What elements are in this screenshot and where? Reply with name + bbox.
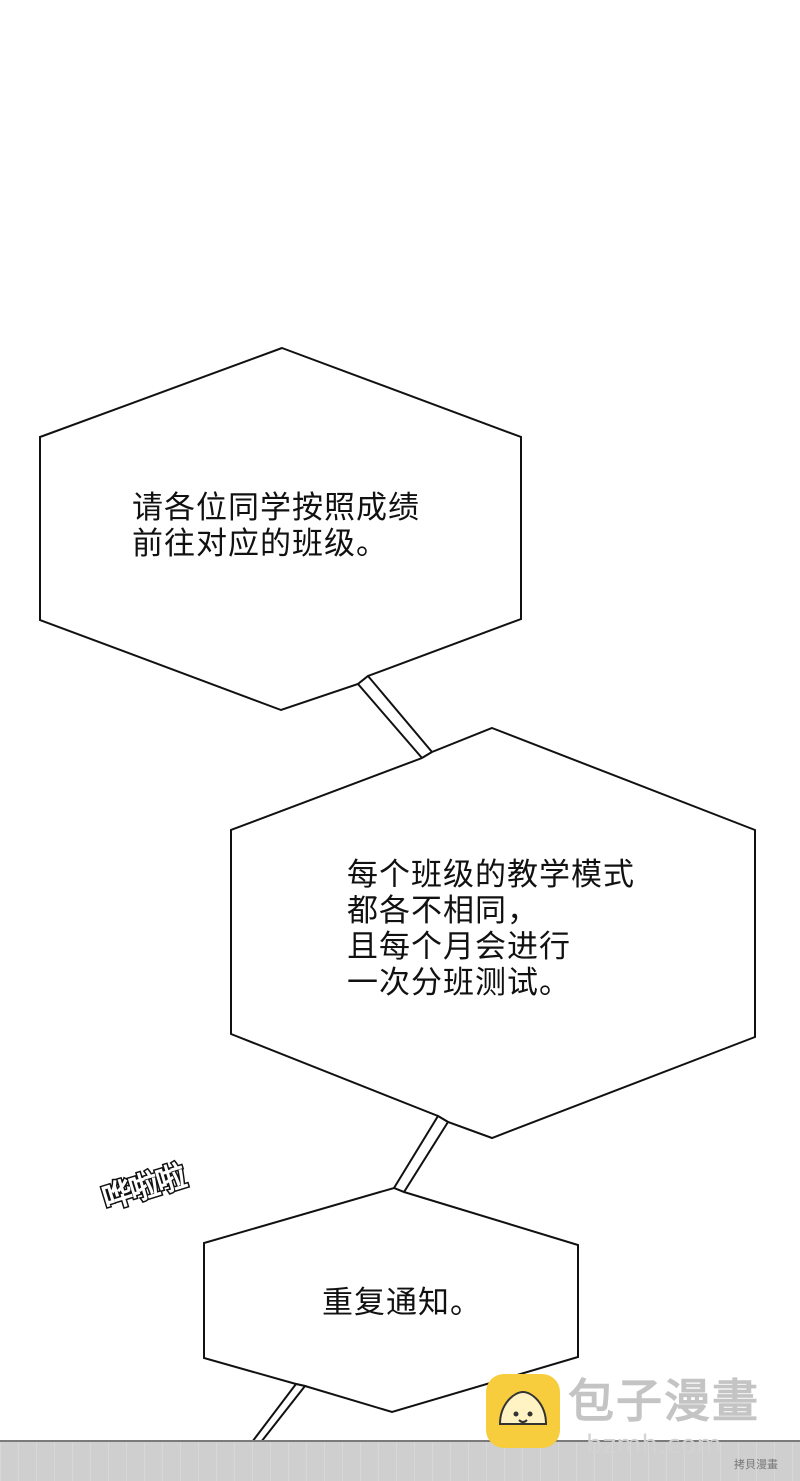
bun-logo-icon — [486, 1374, 560, 1448]
speech-text-1: 请各位同学按照成绩 前往对应的班级。 — [132, 490, 420, 562]
speech-text-3: 重复通知。 — [322, 1285, 482, 1321]
watermark-title: 包子漫畫 — [568, 1374, 760, 1428]
speech-bubble-3 — [203, 1186, 579, 1414]
floor-strip — [0, 1440, 800, 1481]
watermark-url: bzmh.com — [586, 1430, 722, 1460]
watermark-credit: 拷貝漫畫 — [734, 1458, 778, 1471]
speech-bubble-connector-2 — [392, 1114, 450, 1194]
speech-bubble-connector-1 — [356, 674, 434, 760]
watermark: 包子漫畫 bzmh.com 拷貝漫畫 — [486, 1374, 800, 1474]
speech-text-2: 每个班级的教学模式 都各不相同， 且每个月会进行 一次分班测试。 — [347, 857, 635, 1001]
